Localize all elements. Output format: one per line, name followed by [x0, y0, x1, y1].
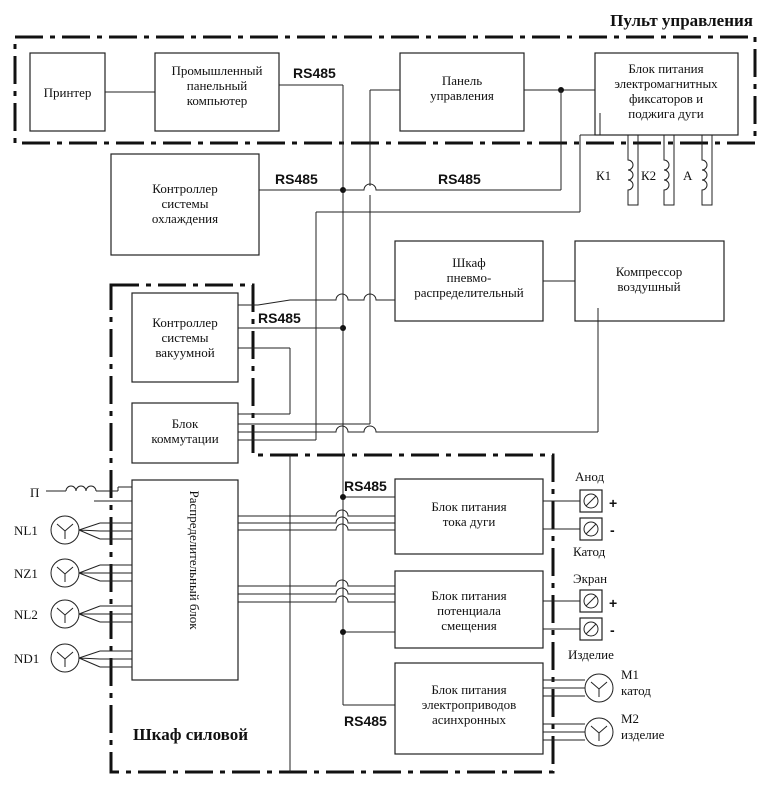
compressor-line1: Компрессор [616, 264, 683, 279]
terminal-anode-label: Анод [575, 469, 604, 484]
power-cabinet-enclosure [109, 283, 555, 774]
pneumo-cabinet-block: Шкаф пневмо- распределительный [394, 240, 544, 322]
distribution-block-label: Распределительный блок [187, 490, 202, 630]
vacuum-controller-block: Контроллер системы вакуумной [131, 292, 239, 383]
input-nd1: ND1 [14, 643, 101, 673]
pneumo-cabinet-line2: пневмо- [447, 270, 492, 285]
distribution-block: Распределительный блок [131, 479, 239, 681]
coil-a-label: А [683, 168, 693, 183]
fixators-supply-line2: электромагнитных [614, 76, 718, 91]
bias-supply-block: Блок питания потенциала смещения [394, 570, 544, 649]
terminal-cathode-minus: - [610, 522, 615, 538]
compressor-block: Компрессор воздушный [574, 240, 725, 322]
rs485-label-cooling: RS485 [275, 171, 318, 187]
drives-supply-line1: Блок питания [431, 682, 506, 697]
pneumo-cabinet-line3: распределительный [414, 285, 523, 300]
cooling-controller-line3: охлаждения [152, 211, 218, 226]
switching-block-line2: коммутации [151, 431, 218, 446]
terminal-cathode-label: Катод [573, 544, 606, 559]
industrial-pc-line3: компьютер [187, 93, 248, 108]
bias-supply-line1: Блок питания [431, 588, 506, 603]
motor-m2-sub: изделие [621, 727, 665, 742]
input-nd1-label: ND1 [14, 651, 39, 666]
printer-label: Принтер [44, 85, 92, 100]
terminal-product-label: Изделие [568, 647, 614, 662]
coil-k2: К2 [641, 135, 675, 206]
switching-block: Блок коммутации [131, 402, 239, 464]
arc-current-supply-block: Блок питания тока дуги [394, 478, 544, 555]
control-panel-block: Панель управления [399, 52, 525, 132]
terminal-anode-plus: + [609, 495, 617, 511]
arc-current-supply-line1: Блок питания [431, 499, 506, 514]
input-nl2-label: NL2 [14, 607, 38, 622]
drives-supply-line2: электроприводов [422, 697, 516, 712]
rs485-label-arc: RS485 [344, 478, 387, 494]
switching-block-line1: Блок [172, 416, 199, 431]
drives-supply-block: Блок питания электроприводов асинхронных [394, 662, 544, 755]
compressor-line2: воздушный [617, 279, 680, 294]
vacuum-controller-line2: системы [162, 330, 209, 345]
drives-supply-line3: асинхронных [432, 712, 507, 727]
fixators-supply-line3: фиксаторов и [629, 91, 703, 106]
power-cabinet-title: Шкаф силовой [133, 725, 248, 744]
rs485-label-top: RS485 [293, 65, 336, 81]
input-nl1-label: NL1 [14, 523, 38, 538]
cooling-controller-line1: Контроллер [152, 181, 217, 196]
rs485-label-bottom: RS485 [344, 713, 387, 729]
terminal-product: - Изделие [568, 617, 615, 662]
vacuum-controller-line3: вакуумной [155, 345, 214, 360]
control-panel-title: Пульт управления [610, 11, 753, 30]
industrial-pc-line1: Промышленный [172, 63, 263, 78]
coil-a: А [683, 135, 713, 206]
pneumo-cabinet-line1: Шкаф [452, 255, 485, 270]
input-nz1: NZ1 [14, 558, 101, 588]
coil-k1: К1 [596, 135, 639, 206]
printer-block: Принтер [29, 52, 106, 132]
motor-m2-label: М2 [621, 711, 639, 726]
cooling-controller-line2: системы [162, 196, 209, 211]
terminal-anode: Анод + [575, 469, 617, 513]
input-nl1: NL1 [14, 515, 101, 545]
coil-k1-label: К1 [596, 168, 611, 183]
motor-m1-label: М1 [621, 667, 639, 682]
industrial-pc-block: Промышленный панельный компьютер [154, 52, 280, 132]
industrial-pc-line2: панельный [187, 78, 248, 93]
rs485-label-middle: RS485 [438, 171, 481, 187]
rs485-label-vacuum: RS485 [258, 310, 301, 326]
motor-m1-sub: катод [621, 683, 651, 698]
bias-supply-line3: смещения [441, 618, 496, 633]
terminal-screen: Экран + [573, 571, 617, 613]
arc-current-supply-line2: тока дуги [443, 514, 496, 529]
control-panel-line2: управления [430, 88, 494, 103]
fixators-supply-line4: поджига дуги [628, 106, 703, 121]
terminal-cathode: - Катод [573, 517, 615, 559]
vacuum-controller-line1: Контроллер [152, 315, 217, 330]
input-nz1-label: NZ1 [14, 566, 38, 581]
input-p: П [30, 485, 119, 500]
control-panel-line1: Панель [442, 73, 482, 88]
bias-supply-line2: потенциала [437, 603, 501, 618]
coil-k2-label: К2 [641, 168, 656, 183]
fixators-supply-block: Блок питания электромагнитных фиксаторов… [594, 52, 739, 136]
terminal-product-minus: - [610, 622, 615, 638]
cooling-controller-block: Контроллер системы охлаждения [110, 153, 260, 256]
motor-m1: М1 катод [584, 667, 651, 703]
input-nl2: NL2 [14, 599, 101, 629]
terminal-screen-plus: + [609, 595, 617, 611]
motor-m2: М2 изделие [584, 711, 665, 747]
terminal-screen-label: Экран [573, 571, 607, 586]
fixators-supply-line1: Блок питания [628, 61, 703, 76]
wiring [94, 84, 601, 772]
input-p-label: П [30, 485, 39, 500]
